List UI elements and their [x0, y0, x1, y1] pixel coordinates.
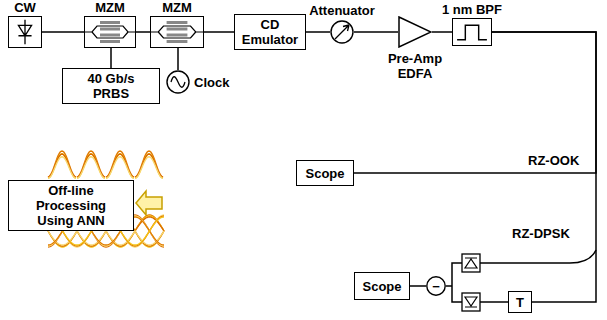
node-text: − [432, 279, 440, 294]
node-heading: Clock [194, 75, 229, 90]
fiber-connector [354, 31, 398, 33]
node-shape [453, 19, 491, 45]
fiber-connector [42, 31, 84, 33]
interferometer-arm [480, 250, 596, 263]
node-shape [166, 70, 190, 94]
detector-wire [446, 263, 462, 302]
fiber-connector [204, 31, 234, 33]
node-shape [85, 17, 135, 47]
fiber-connector [354, 32, 596, 173]
signal-label: RZ-OOK [526, 153, 581, 168]
eye-trace [48, 157, 76, 179]
photodiode-symbol [465, 297, 477, 307]
signal-label: RZ-DPSK [510, 226, 572, 241]
eye-trace [135, 154, 163, 179]
node-heading: 1 nm BPF [442, 2, 502, 17]
node-text: Scope [305, 166, 344, 181]
eye-trace [77, 157, 105, 179]
laser-source: CW [8, 16, 42, 48]
eye-trace [106, 157, 134, 179]
eye-trace [135, 157, 163, 179]
oscilloscope: Scope [354, 272, 410, 300]
node-text: T [516, 295, 524, 310]
modulator: MZM [150, 16, 204, 48]
node-heading: Pre-Amp EDFA [382, 51, 448, 81]
dispersion-emulator: CD Emulator [234, 14, 306, 50]
hollow-arrow [136, 191, 162, 215]
clock-source: Clock [166, 70, 190, 94]
fiber-connector [177, 48, 179, 70]
modulator: MZM [84, 16, 136, 48]
node-heading: MZM [162, 0, 192, 15]
fiber-connector [306, 31, 330, 33]
attenuator: Attenuator [330, 20, 354, 44]
eye-trace [48, 231, 164, 246]
node-text: Off-line Processing Using ANN [25, 183, 117, 228]
connectors [42, 32, 596, 302]
node-heading: MZM [95, 0, 125, 15]
node-shape [9, 17, 41, 47]
eye-trace [48, 154, 76, 179]
node-text: Scope [362, 279, 401, 294]
illustration [48, 151, 596, 311]
eye-trace [48, 231, 164, 245]
node-shape [151, 17, 203, 47]
fiber-connector [136, 31, 150, 33]
node-shape [330, 20, 354, 44]
node-text: CD Emulator [239, 17, 301, 47]
node-shape [398, 16, 432, 48]
bandpass-filter: 1 nm BPF [452, 18, 492, 46]
subtractor: − [426, 276, 446, 296]
photodiode-symbol [462, 254, 480, 272]
fiber-connector [110, 48, 112, 68]
pattern-generator: 40 Gb/s PRBS [62, 68, 160, 104]
node-heading: Attenuator [309, 3, 375, 18]
photodiode-symbol [465, 258, 477, 268]
oscilloscope: Scope [296, 160, 354, 186]
fiber-connector [410, 285, 426, 287]
eye-trace [106, 154, 134, 179]
fiber-connector [432, 31, 452, 33]
fiber-connector [492, 32, 596, 302]
eye-diagram [48, 151, 163, 178]
eye-trace [77, 154, 105, 179]
delay-line: T [508, 291, 532, 313]
amplifier: Pre-Amp EDFA [398, 16, 432, 48]
photodiode-symbol [462, 293, 480, 311]
node-text: 40 Gb/s PRBS [79, 71, 143, 101]
processing-box: Off-line Processing Using ANN [8, 180, 134, 231]
node-heading: CW [14, 0, 36, 15]
interferometer-arm [480, 301, 508, 303]
